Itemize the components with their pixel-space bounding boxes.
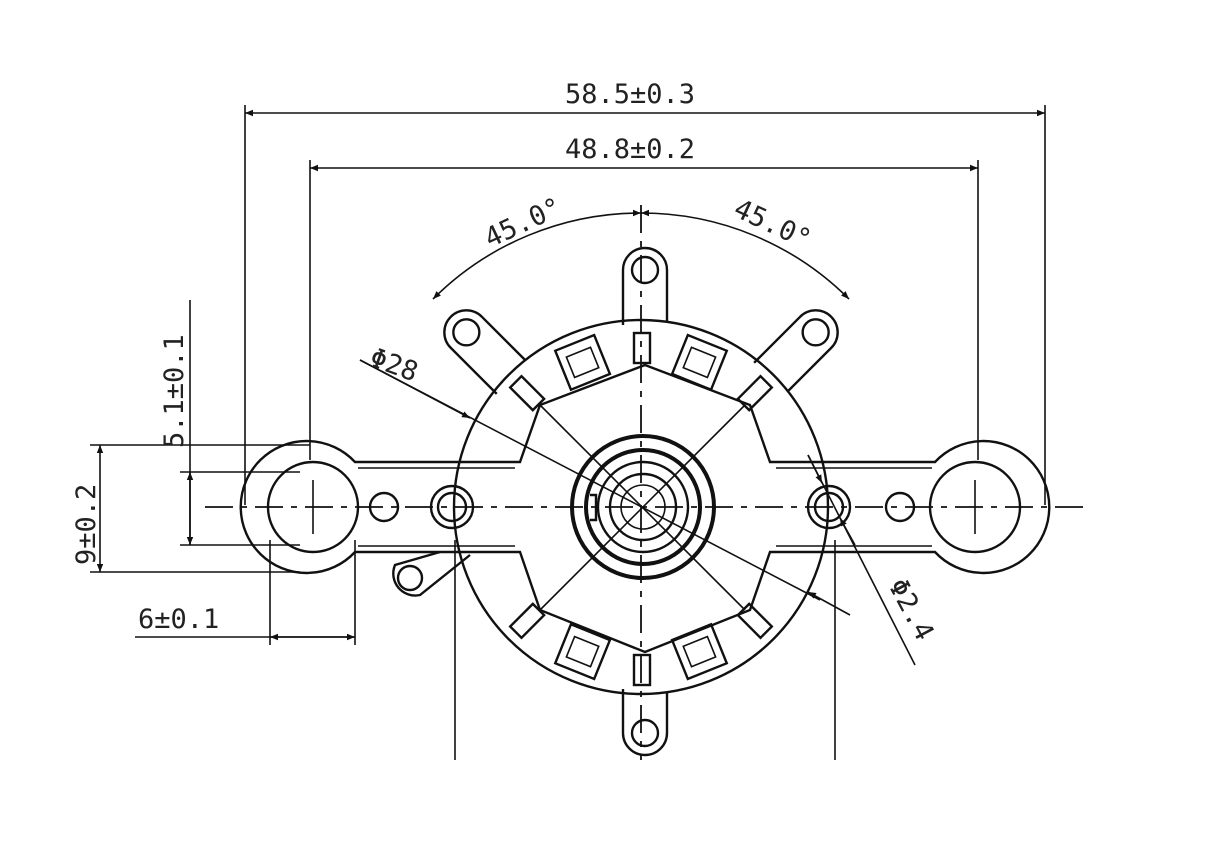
- dim-hole-height: 5.1±0.1: [159, 334, 190, 448]
- dim-body-diameter: Φ28: [366, 342, 422, 388]
- dim-hole-width: 6±0.1: [138, 604, 219, 635]
- dim-small-hole-diameter: Φ2.4: [882, 574, 940, 646]
- dim-overall-length: 58.5±0.3: [565, 79, 695, 110]
- dim-angle-left: 45.0°: [480, 192, 567, 254]
- dim-hole-spacing: 48.8±0.2: [565, 134, 695, 165]
- dim-angle-right: 45.0°: [729, 193, 816, 255]
- centerlines: [205, 205, 1085, 760]
- terminal-tabs: [392, 246, 839, 757]
- contacts: [508, 331, 774, 687]
- dimensions: [90, 105, 1046, 666]
- dim-bar-height: 9±0.2: [71, 484, 102, 565]
- mounting-bar: [239, 363, 1051, 654]
